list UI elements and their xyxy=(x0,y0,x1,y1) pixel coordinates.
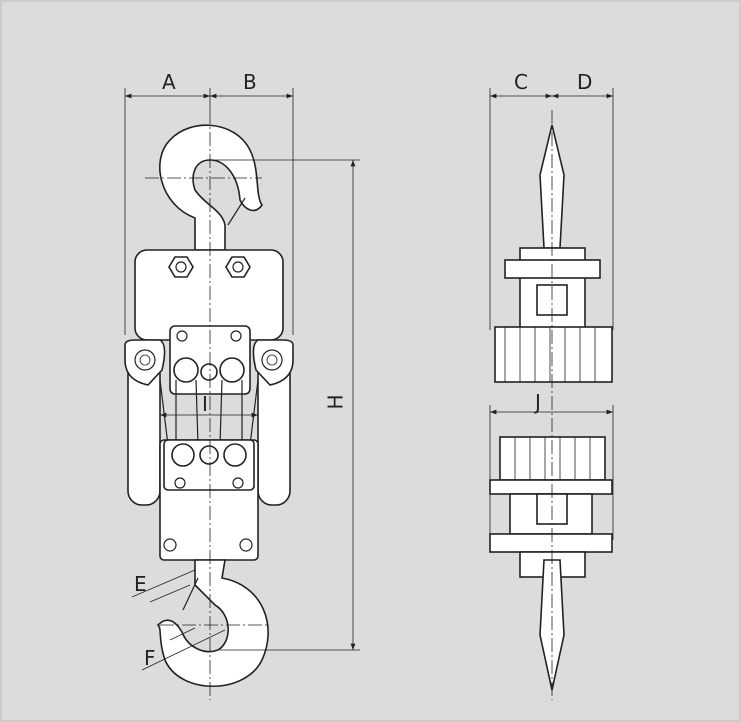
label-d: D xyxy=(577,70,593,94)
left-side-plate xyxy=(124,339,166,386)
front-view xyxy=(124,88,360,700)
label-h: H xyxy=(323,394,348,410)
label-i: I xyxy=(202,392,208,416)
sheave xyxy=(223,443,247,467)
load-chains xyxy=(159,379,259,446)
sheave xyxy=(199,445,219,465)
side-view xyxy=(489,88,614,700)
label-f: F xyxy=(144,646,156,670)
lower-sheaves-side xyxy=(499,436,606,481)
bottom-hook xyxy=(156,559,269,688)
label-c: C xyxy=(514,70,528,94)
top-hook-latch xyxy=(227,197,246,226)
upper-sheaves-side xyxy=(494,326,613,383)
label-e: E xyxy=(134,572,147,596)
top-hook xyxy=(159,124,263,251)
sheave xyxy=(171,443,195,467)
sheave xyxy=(200,363,218,381)
bottom-hook-latch xyxy=(182,577,199,611)
top-crossbar xyxy=(504,259,601,279)
sheave xyxy=(173,357,199,383)
right-side-plate xyxy=(252,339,294,386)
dimension-f xyxy=(141,629,226,671)
dimension-e xyxy=(131,569,196,598)
label-b: B xyxy=(243,70,257,94)
sheave xyxy=(219,357,245,383)
nut-icon xyxy=(168,256,194,278)
nut-icon xyxy=(225,256,251,278)
label-j: J xyxy=(535,390,541,414)
label-a: A xyxy=(162,70,176,94)
